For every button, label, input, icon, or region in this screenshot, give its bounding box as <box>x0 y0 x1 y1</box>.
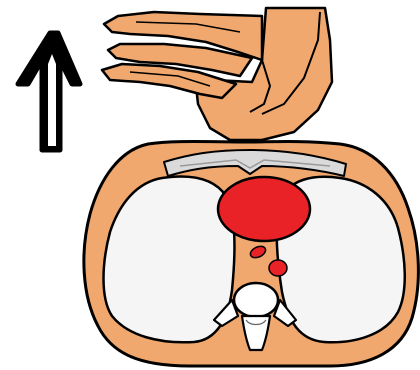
heart <box>218 177 310 241</box>
hand <box>102 8 332 140</box>
up-arrow-icon <box>18 33 80 150</box>
